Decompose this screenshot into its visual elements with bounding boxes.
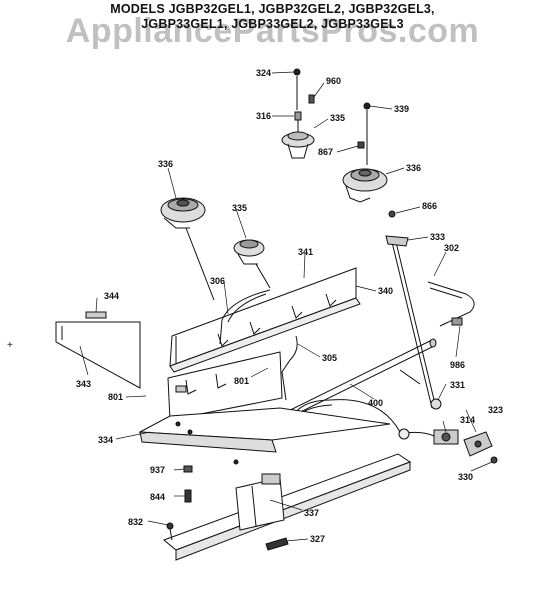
part-label-323: 323 bbox=[488, 405, 503, 415]
bottom-bracket-334 bbox=[138, 407, 391, 465]
part-label-801-left: 801 bbox=[108, 392, 123, 402]
valve-323 bbox=[463, 431, 498, 464]
watermark-text: AppliancePartsPros.com bbox=[65, 12, 480, 50]
frame-rail-337 bbox=[163, 453, 412, 561]
part-label-333: 333 bbox=[430, 232, 445, 242]
part-label-302: 302 bbox=[444, 243, 459, 253]
tube-305 bbox=[281, 335, 298, 401]
part-label-305: 305 bbox=[322, 353, 337, 363]
tube-306 bbox=[219, 289, 271, 345]
part-label-336-left: 336 bbox=[158, 159, 173, 169]
shield-343 bbox=[55, 321, 141, 389]
part-label-306: 306 bbox=[210, 276, 225, 286]
rod-986 bbox=[399, 369, 421, 385]
spreader-867 bbox=[357, 141, 365, 149]
burner-336-left bbox=[160, 197, 215, 301]
part-label-339: 339 bbox=[394, 104, 409, 114]
clip-344 bbox=[85, 311, 107, 319]
part-labels: 324 960 316 335 339 867 336 336 335 866 … bbox=[76, 68, 503, 544]
burner-336-right bbox=[342, 102, 388, 203]
burner-335-mid bbox=[233, 239, 271, 289]
part-label-867: 867 bbox=[318, 147, 333, 157]
part-label-832: 832 bbox=[128, 517, 143, 527]
supply-tube-302 bbox=[427, 281, 475, 327]
part-label-334: 334 bbox=[98, 435, 113, 445]
part-label-341: 341 bbox=[298, 247, 313, 257]
bracket-panel bbox=[167, 351, 283, 421]
part-label-335-mid: 335 bbox=[232, 203, 247, 213]
part-label-314: 314 bbox=[460, 415, 475, 425]
part-label-866: 866 bbox=[422, 201, 437, 211]
part-label-330: 330 bbox=[458, 472, 473, 482]
part-label-937: 937 bbox=[150, 465, 165, 475]
leader-lines bbox=[79, 71, 493, 542]
spring-960 bbox=[308, 94, 315, 104]
models-header-line2: JGBP33GEL1, JGBP33GEL2, JGBP33GEL3 bbox=[141, 17, 404, 31]
part-label-400: 400 bbox=[368, 398, 383, 408]
part-label-335-top: 335 bbox=[330, 113, 345, 123]
screw-844 bbox=[184, 489, 192, 503]
registration-mark: + bbox=[7, 340, 13, 351]
part-label-344: 344 bbox=[104, 291, 119, 301]
models-header-line1: MODELS JGBP32GEL1, JGBP32GEL2, JGBP32GEL… bbox=[110, 2, 435, 16]
part-label-336-right: 336 bbox=[406, 163, 421, 173]
plate-327 bbox=[265, 537, 289, 551]
part-label-343: 343 bbox=[76, 379, 91, 389]
manifold-panel-340 bbox=[169, 267, 361, 373]
screw-832 bbox=[166, 522, 174, 541]
orifice-324 bbox=[293, 68, 301, 110]
part-label-331: 331 bbox=[450, 380, 465, 390]
regulator-314 bbox=[398, 428, 459, 445]
part-label-801-right: 801 bbox=[234, 376, 249, 386]
burner-335-top bbox=[281, 111, 315, 159]
part-label-327: 327 bbox=[310, 534, 325, 544]
bolt-937 bbox=[183, 465, 193, 473]
part-label-986: 986 bbox=[450, 360, 465, 370]
part-label-960: 960 bbox=[326, 76, 341, 86]
part-label-337: 337 bbox=[304, 508, 319, 518]
part-label-340: 340 bbox=[378, 286, 393, 296]
part-label-844: 844 bbox=[150, 492, 165, 502]
part-label-324: 324 bbox=[256, 68, 271, 78]
valve-rod bbox=[385, 210, 442, 410]
part-label-316: 316 bbox=[256, 111, 271, 121]
